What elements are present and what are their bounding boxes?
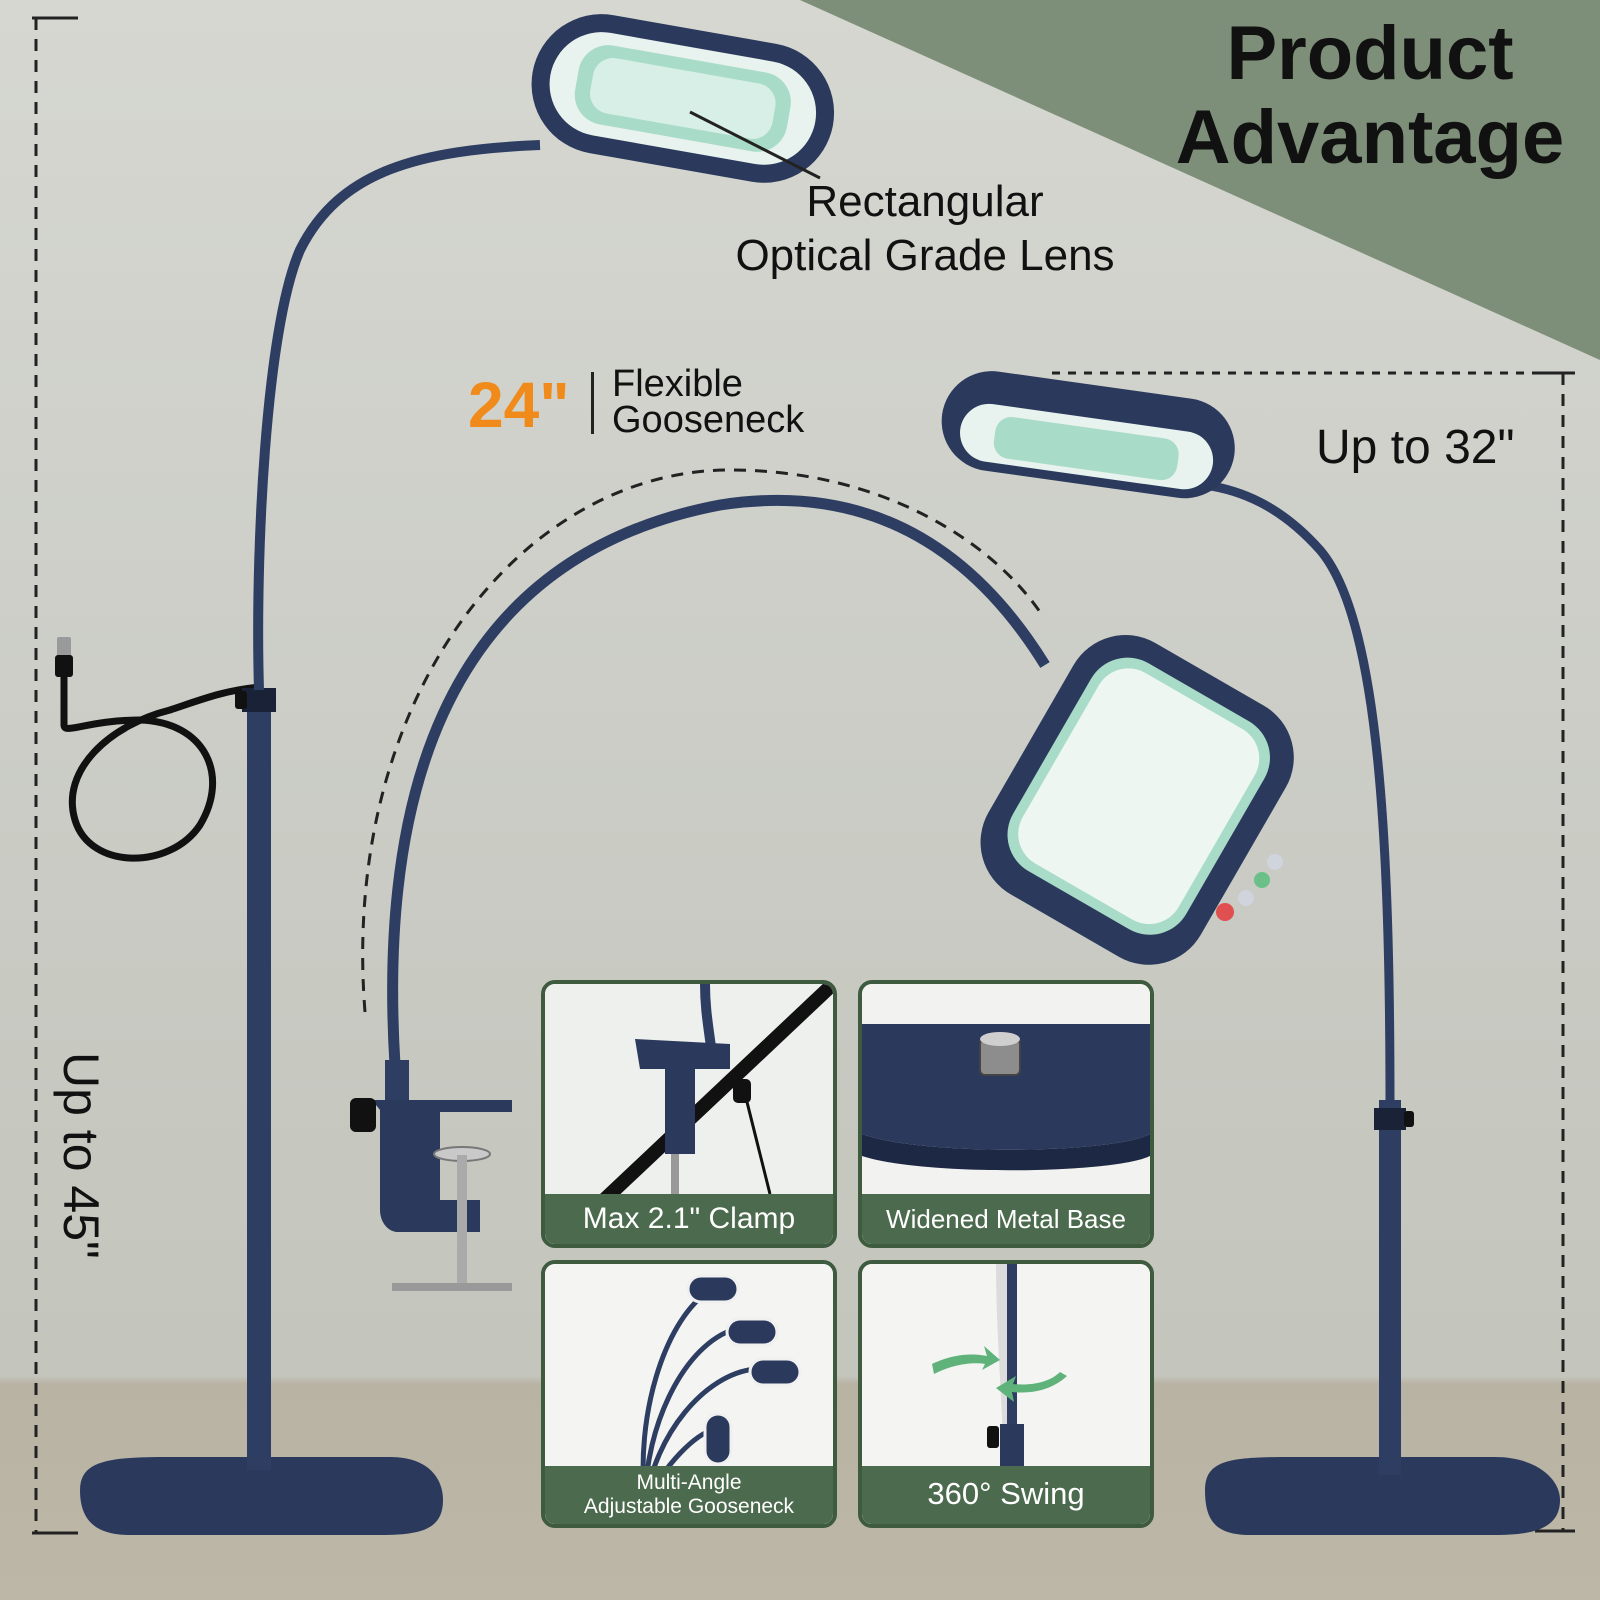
feature-caption-base: Widened Metal Base: [862, 1194, 1150, 1244]
floor-lamp-left: [80, 14, 835, 1535]
feature-caption-multi-angle: Multi-Angle Adjustable Gooseneck: [545, 1466, 833, 1524]
floor-height-label: Up to 45": [53, 1052, 109, 1259]
gooseneck-callout-line-1: Flexible: [612, 363, 743, 405]
gooseneck-callout: Flexible Gooseneck: [612, 363, 805, 441]
lens-callout-line-2: Optical Grade Lens: [735, 231, 1115, 280]
gooseneck-arc: [361, 468, 1042, 1013]
title-line-2: Advantage: [1175, 95, 1565, 180]
title-banner: [800, 0, 1600, 360]
feature-caption-multi-angle-line-1: Multi-Angle: [636, 1471, 742, 1494]
feature-card-swing: 360° Swing: [858, 1260, 1154, 1528]
floor-lamp-right: [941, 371, 1560, 1535]
clamp-height-label: Up to 32": [1316, 421, 1515, 474]
title-line-1: Product: [1226, 11, 1514, 96]
clamp-height-dimension: [1052, 371, 1575, 1533]
feature-card-clamp: Max 2.1" Clamp: [541, 980, 837, 1248]
lens-callout-line-1: Rectangular: [806, 177, 1044, 226]
gooseneck-length: 24": [468, 369, 570, 441]
feature-card-multi-angle: Multi-Angle Adjustable Gooseneck: [541, 1260, 837, 1528]
feature-caption-clamp: Max 2.1" Clamp: [545, 1194, 833, 1244]
usb-cable: [55, 637, 261, 862]
clamp-lamp-center: [350, 494, 1294, 1291]
feature-caption-multi-angle-line-2: Adjustable Gooseneck: [583, 1495, 795, 1518]
floor-height-dimension: [32, 16, 78, 1535]
gooseneck-divider: [591, 372, 594, 434]
gooseneck-callout-line-2: Gooseneck: [612, 399, 805, 441]
feature-card-base: Widened Metal Base: [858, 980, 1154, 1248]
page-title: Product Advantage: [1150, 12, 1590, 180]
swing-arrow-right-icon: [996, 1372, 1067, 1402]
swing-arrow-left-icon: [932, 1346, 1000, 1374]
feature-caption-swing: 360° Swing: [862, 1466, 1150, 1524]
lens-callout: Rectangular Optical Grade Lens: [690, 175, 1160, 283]
